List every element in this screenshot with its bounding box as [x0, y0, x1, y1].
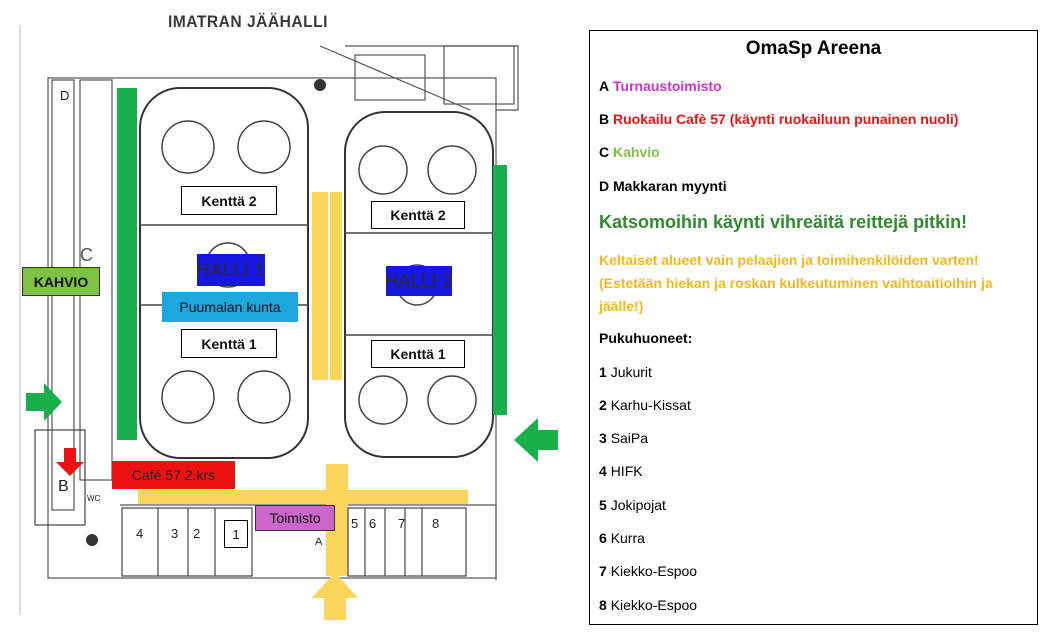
- room-number: 2: [599, 397, 607, 413]
- rink-2-circle: [427, 375, 477, 425]
- room-number: 8: [599, 597, 607, 613]
- room-entry: 1 Jukurit: [599, 364, 652, 380]
- legend-title: OmaSp Areena: [745, 38, 882, 59]
- legend-key-d: D: [599, 178, 610, 194]
- halli-2-label: HALLI 2: [385, 266, 453, 296]
- room-number: 7: [599, 563, 607, 579]
- room-entry: 8 Kiekko-Espoo: [599, 597, 697, 613]
- kentta-1-halli-1: Kenttä 1: [181, 329, 277, 358]
- room-b-outline: [34, 429, 86, 526]
- kentta-2-halli-1: Kenttä 2: [181, 186, 277, 215]
- room-entry: 4 HIFK: [599, 463, 643, 479]
- kentta-2-halli-2: Kenttä 2: [371, 201, 465, 229]
- floor-plan-drawing: [19, 25, 558, 620]
- room-entry: 7 Kiekko-Espoo: [599, 563, 697, 579]
- kahvio-label: KAHVIO: [22, 267, 100, 296]
- annex-top-room: [354, 54, 426, 101]
- yellow-zone-note-2: (Estetään hiekan ja roskan kulkeutuminen…: [599, 275, 993, 291]
- legend-item-d: D Makkaran myynti: [599, 178, 727, 194]
- room-4-label: 4: [136, 526, 144, 541]
- green-stand-left: [117, 88, 137, 440]
- legend-item-b: B Ruokailu Cafè 57 (käynti ruokailuun pu…: [599, 111, 958, 127]
- rink-2-circle: [427, 145, 477, 195]
- green-arrow-left: [26, 383, 62, 421]
- legend-item-a: A Turnaustoimisto: [599, 78, 722, 94]
- building-outline-east: [345, 45, 519, 111]
- room-number: 5: [599, 497, 607, 513]
- room-1-label: 1: [224, 520, 248, 548]
- legend-text-b: Ruokailu Cafè 57 (käynti ruokailuun puna…: [613, 111, 959, 127]
- yellow-zone-note-1: Keltaiset alueet vain pelaajien ja toimi…: [599, 252, 979, 268]
- room-7-label: 7: [398, 516, 406, 531]
- room-team: Kiekko-Espoo: [610, 563, 698, 579]
- building-outline-south: [120, 504, 497, 580]
- room-team: Karhu-Kissat: [610, 397, 691, 413]
- floor-plan: IMATRAN JÄÄHALLI Kenttä 2 HALLI 1 Puumal…: [19, 12, 558, 620]
- room-5-label: 5: [351, 516, 359, 531]
- puumala-label: Puumalan kunta: [162, 292, 298, 322]
- room-8-label: 8: [432, 516, 440, 531]
- rink-2-circle: [358, 375, 408, 425]
- room-number: 6: [599, 530, 607, 546]
- zone-c-label: C: [80, 245, 93, 265]
- dressing-room-outline: [121, 507, 253, 577]
- yellow-zone-middle: [330, 192, 342, 380]
- map-title: IMATRAN JÄÄHALLI: [168, 12, 328, 31]
- room-2-label: 2: [193, 526, 201, 541]
- legend-text-c: Kahvio: [613, 144, 660, 160]
- green-arrow-right: [514, 418, 558, 462]
- dressing-room-outline: [347, 507, 467, 577]
- diagonal-line: [319, 45, 471, 111]
- kentta-1-halli-2: Kenttä 1: [371, 340, 465, 368]
- room-team: HIFK: [610, 463, 643, 479]
- legend-text-d: Makkaran myynti: [613, 178, 727, 194]
- cafe-label: Café 57 2.krs: [112, 461, 235, 489]
- halli-1-label: HALLI 1: [197, 254, 265, 286]
- rink-1-circle: [237, 120, 291, 174]
- yellow-zone-entrance: [326, 464, 348, 576]
- room-team: Jukurit: [610, 364, 652, 380]
- green-route-note: Katsomoihin käynti vihreäitä reittejä pi…: [599, 212, 968, 232]
- drain-icon: [314, 79, 326, 91]
- rink-1-circle: [161, 120, 215, 174]
- room-team: Kurra: [610, 530, 645, 546]
- rink-1-circle: [161, 370, 215, 424]
- rooms-heading: Pukuhuoneet:: [599, 330, 693, 346]
- green-stand-right: [493, 165, 507, 415]
- room-entry: 2 Karhu-Kissat: [599, 397, 691, 413]
- room-number: 3: [599, 430, 607, 446]
- room-entry: 6 Kurra: [599, 530, 645, 546]
- zone-d-label: D: [60, 88, 70, 103]
- toimisto-label: Toimisto: [255, 505, 335, 531]
- zone-b-label: B: [58, 478, 69, 495]
- legend-key-b: B: [599, 111, 610, 127]
- room-team: Kiekko-Espoo: [610, 597, 698, 613]
- room-number: 1: [599, 364, 607, 380]
- room-entry: 5 Jokipojat: [599, 497, 666, 513]
- yellow-zone-corridor: [138, 490, 468, 504]
- annex-top-left: [443, 45, 515, 105]
- zone-a-label: A: [315, 536, 323, 548]
- legend-key-a: A: [599, 78, 610, 94]
- room-3-label: 3: [171, 526, 179, 541]
- rink-2-circle: [358, 145, 408, 195]
- room-entry: 3 SaiPa: [599, 430, 648, 446]
- legend-key-c: C: [599, 144, 610, 160]
- wc-label: WC: [87, 494, 101, 503]
- yellow-arrow-up: [312, 572, 358, 620]
- drain-icon: [86, 534, 98, 546]
- legend-item-c: C Kahvio: [599, 144, 660, 160]
- room-team: SaiPa: [610, 430, 649, 446]
- legend-text-a: Turnaustoimisto: [613, 78, 722, 94]
- red-arrow-down: [56, 448, 84, 476]
- yellow-zone-note-3: jäälle!): [599, 298, 644, 314]
- legend-panel: OmaSp Areena A Turnaustoimisto B Ruokail…: [589, 30, 1038, 625]
- yellow-zone-middle: [312, 192, 328, 380]
- rink-1-circle: [237, 370, 291, 424]
- room-number: 4: [599, 463, 607, 479]
- room-6-label: 6: [369, 516, 377, 531]
- room-team: Jokipojat: [610, 497, 666, 513]
